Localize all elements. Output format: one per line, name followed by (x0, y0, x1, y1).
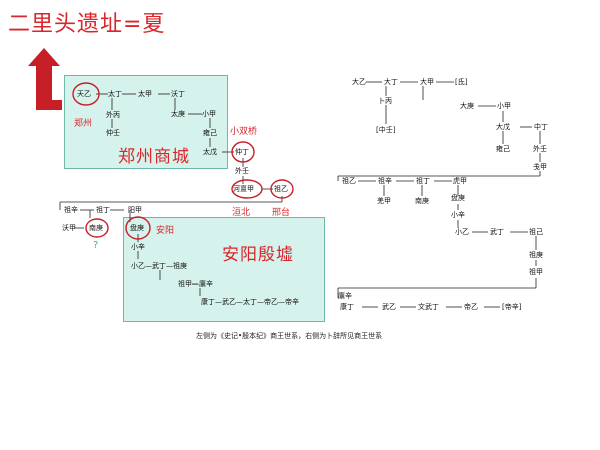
node-wojia: 沃甲 (62, 224, 76, 232)
r-node-zuyi: 祖乙 (342, 177, 356, 185)
r-node-jiajian: 戋甲 (533, 163, 547, 171)
r-node-wuyi: 武乙 (382, 303, 396, 311)
node-pangeng: 盘庚 (130, 224, 144, 232)
node-zhongren: 仲壬 (106, 129, 120, 137)
r-node-zuding: 祖丁 (416, 177, 430, 185)
node-xiaoxin: 小辛 (131, 243, 145, 251)
r-node-huojia: 虎甲 (453, 177, 467, 185)
node-wuding-a: 沃丁 (171, 90, 185, 98)
r-node-dawu: 大戊 (496, 123, 510, 131)
question-mark: ? (93, 240, 99, 251)
r-node-zugeng: 祖庚 (529, 251, 543, 259)
r-node-zuxin: 祖辛 (378, 177, 392, 185)
node-taiding: 太丁 (108, 90, 122, 98)
r-node-zhongding: 中丁 (534, 123, 548, 131)
r-node-dajia: 大甲 (420, 78, 434, 86)
node-nangeng: 南庚 (89, 224, 103, 232)
r-node-qiangjia: 羌甲 (377, 197, 391, 205)
r-node-xiaojia: 小甲 (497, 102, 511, 110)
r-node-diyi: 帝乙 (464, 303, 478, 311)
r-node-xiaoxin: 小辛 (451, 211, 465, 219)
r-node-bren: 外壬 (533, 145, 547, 153)
node-yangjia: 阳甲 (128, 206, 142, 214)
r-node-nangeng: 南庚 (415, 197, 429, 205)
label-xiaoshuangqiao: 小双桥 (230, 127, 258, 137)
r-node-zujia: 祖甲 (529, 268, 543, 276)
node-waibing: 外丙 (106, 111, 120, 119)
zhengzhou-box (64, 75, 228, 169)
label-huanbei: 洹北 (232, 208, 251, 218)
node-chain2: 康丁—武乙—太丁—帝乙—帝辛 (201, 298, 299, 306)
r-node-yongji: 雍己 (496, 145, 510, 153)
anyang-box (123, 217, 325, 322)
r-node-zuji: 祖己 (529, 228, 543, 236)
label-xingtai: 邢台 (272, 208, 291, 218)
r-node-dageng: 大庚 (460, 102, 474, 110)
node-hedanjia: 河亶甲 (233, 185, 254, 193)
node-wairen: 外壬 (235, 167, 249, 175)
r-node-zhongren: [中壬] (376, 126, 396, 134)
node-chain1: 小乙—武丁—祖庚 (131, 262, 187, 270)
node-taigeng: 太庚 (171, 110, 185, 118)
node-taijia: 太甲 (138, 90, 152, 98)
r-node-dayi: 大乙 (352, 78, 366, 86)
node-zuding: 祖丁 (96, 206, 110, 214)
r-node-dading: 大丁 (384, 78, 398, 86)
node-zujia: 祖甲—廪辛 (178, 280, 213, 288)
r-node-bubing: 卜丙 (378, 97, 392, 105)
r-node-xiaoyi: 小乙 (455, 228, 469, 236)
label-zhengzhou-city: 郑州商城 (118, 147, 190, 167)
label-anyang: 安阳 (156, 226, 175, 236)
label-anyang-ruins: 安阳殷墟 (222, 245, 294, 265)
r-node-bing: [氐] (455, 78, 468, 86)
r-node-pangeng: 盘庚 (451, 194, 465, 202)
node-zuxin: 祖辛 (64, 206, 78, 214)
node-yongji: 雍己 (203, 129, 217, 137)
figure-caption: 左侧为《史记•殷本纪》商王世系，右侧为卜辞所见商王世系 (196, 332, 383, 340)
node-xiaojia: 小甲 (202, 110, 216, 118)
node-zhongding: 仲丁 (235, 148, 249, 156)
r-node-wuding: 武丁 (490, 228, 504, 236)
r-node-wending: 文武丁 (418, 303, 439, 311)
r-node-dixin: [帝辛] (502, 303, 522, 311)
label-zhengzhou: 郑州 (74, 119, 93, 129)
page-title: 二里头遗址=夏 (8, 12, 166, 37)
node-taiwu: 太戊 (203, 148, 217, 156)
r-node-linxin: 廪辛 (338, 292, 352, 300)
r-node-kangding: 康丁 (340, 303, 354, 311)
node-zuyi: 祖乙 (274, 185, 288, 193)
node-tianyi: 天乙 (77, 90, 91, 98)
